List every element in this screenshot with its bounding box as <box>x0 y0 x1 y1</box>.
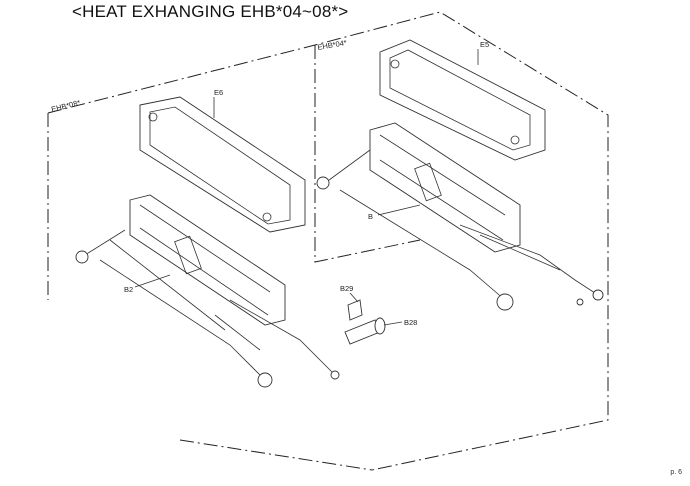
callout-b: B <box>368 212 373 221</box>
callout-leaders <box>134 49 479 326</box>
group-label-left: EHB*08* <box>50 98 81 114</box>
callout-b28: B28 <box>404 318 417 327</box>
pipes-right <box>316 149 604 311</box>
callout-b29: B29 <box>340 284 353 293</box>
callout-e5: E5 <box>480 40 489 49</box>
heat-exchanger-cover-e5 <box>379 39 546 161</box>
page-number: p. 6 <box>670 469 682 476</box>
heat-exchanger-cover-e6 <box>139 96 306 233</box>
diagram-title: <HEAT EXHANGING EHB*04~08*> <box>72 2 349 21</box>
heat-exchanger-b <box>369 122 521 253</box>
pipe-fitting-b28 <box>344 317 386 345</box>
group-label-right: EHB*04* <box>317 38 348 52</box>
callout-b2: B2 <box>124 285 133 294</box>
group-boundaries <box>47 11 609 471</box>
heat-exchanger-b2 <box>129 194 286 326</box>
callout-e6: E6 <box>214 88 223 97</box>
clamp-b29 <box>347 299 363 321</box>
pipes-left <box>75 229 340 388</box>
